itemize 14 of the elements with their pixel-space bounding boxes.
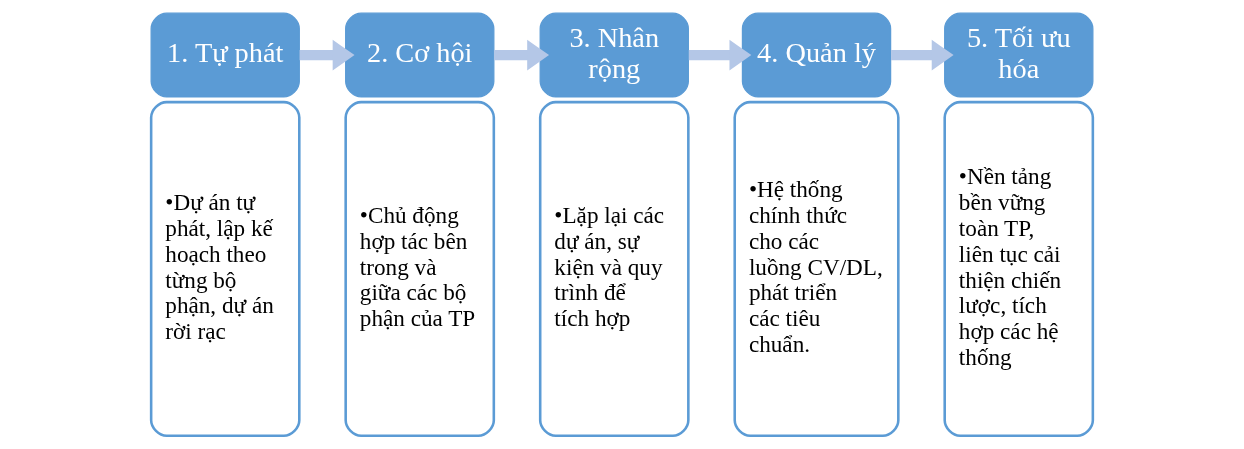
node-box: •Hệ thống chính thức cho các luồng CV/DL, phát triển các tiêu chuẩn. xyxy=(733,100,900,438)
node-box: •Lặp lại các dự án, sự kiện và quy trình để tích hợp xyxy=(538,100,690,438)
arrow xyxy=(299,39,355,71)
arrow xyxy=(688,39,752,71)
node-box: •Chủ động hợp tác bên trong và giữa các bộ phận của TP xyxy=(344,100,496,438)
node-box: 4. Quản lý xyxy=(741,12,892,98)
node-box: 2. Cơ hội xyxy=(345,12,495,98)
arrow xyxy=(494,39,550,71)
node-box: •Dự án tự phát, lập kế hoạch theo từng bộ phận, dự án rời rạc xyxy=(149,100,301,438)
node-box: 1. Tự phát xyxy=(150,12,300,98)
node-box: •Nền tảng bền vững toàn TP, liên tục cải thiện chiến lược, tích hợp các hệ thống xyxy=(943,100,1095,438)
node-box: 5. Tối ưu hóa xyxy=(944,12,1094,98)
node-box: 3. Nhân rộng xyxy=(539,12,689,98)
arrow xyxy=(891,39,954,71)
